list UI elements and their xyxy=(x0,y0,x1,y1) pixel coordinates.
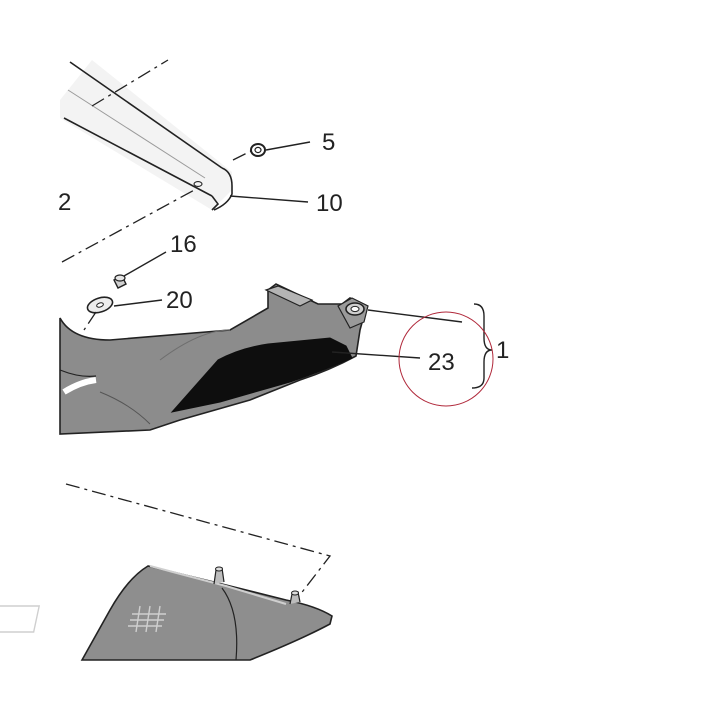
panel-logo-emblem xyxy=(0,605,166,633)
clip-part xyxy=(250,143,266,157)
leader-line-23 xyxy=(331,351,421,359)
callout-label-23: 23 xyxy=(428,349,455,376)
callout-label-10: 10 xyxy=(316,190,343,217)
leader-line-1-upper xyxy=(367,309,463,323)
callout-label-20: 20 xyxy=(166,287,193,314)
callout-label-2: 2 xyxy=(58,189,71,216)
leader-line-20 xyxy=(113,299,163,307)
leader-line-16 xyxy=(123,251,167,277)
assembly-axis-line xyxy=(232,147,258,161)
fairing-panel-part xyxy=(59,283,369,435)
callout-label-5: 5 xyxy=(322,129,335,156)
screw-part xyxy=(113,274,127,289)
leader-line-5 xyxy=(265,141,311,151)
callout-label-16: 16 xyxy=(170,231,197,258)
assembly-axis-line xyxy=(61,187,199,263)
assembly-bracket xyxy=(471,303,493,389)
assembly-axis-line xyxy=(91,59,169,107)
assembly-axis-line xyxy=(83,311,97,331)
assembly-axis-line xyxy=(65,483,332,601)
highlight-circle xyxy=(398,311,494,407)
leader-line-10 xyxy=(229,195,309,203)
callout-label-1: 1 xyxy=(496,337,509,364)
lower-side-panel-part xyxy=(0,565,333,661)
frame-bar-part xyxy=(60,60,233,211)
washer-part xyxy=(86,296,114,314)
